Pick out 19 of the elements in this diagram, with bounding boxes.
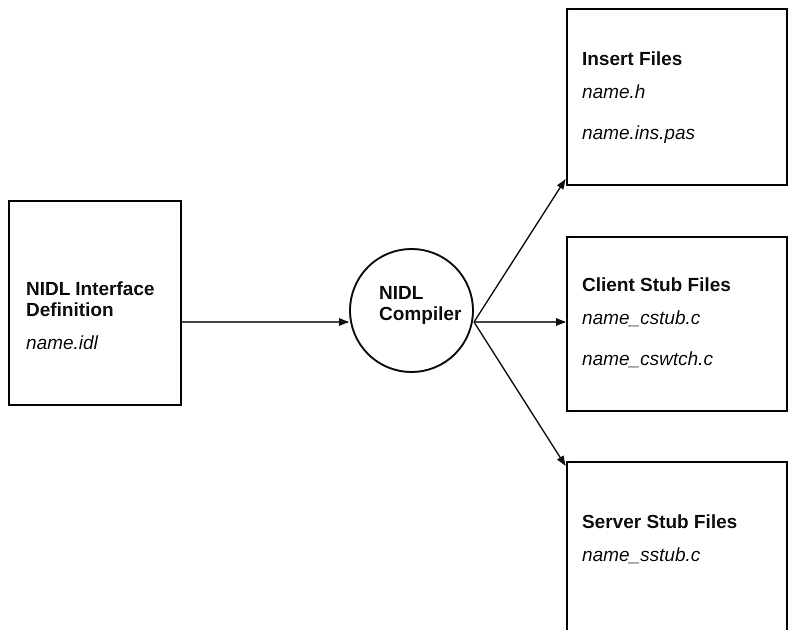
process-box [566, 461, 788, 630]
file-name: name_cswtch.c [582, 350, 714, 371]
process-box [566, 236, 788, 412]
file-name: name.h [582, 82, 646, 104]
file-name: name_cstub.c [582, 308, 702, 330]
node-title: Server Stub Files [582, 513, 738, 534]
process-box [566, 8, 788, 186]
arrow [182, 318, 349, 326]
file-name: name_sstub.c [582, 546, 702, 567]
arrow [474, 318, 566, 326]
node-title: NIDL Compiler [379, 284, 462, 326]
file-name: name.idl [26, 334, 100, 355]
file-name: name.ins.pas [582, 124, 696, 145]
node-title: Insert Files [582, 50, 684, 71]
node-title: NIDL Interface Definition [26, 280, 156, 322]
arrow [473, 179, 566, 322]
process-box [8, 200, 182, 406]
arrow [473, 322, 566, 466]
node-title: Client Stub Files [582, 276, 732, 297]
